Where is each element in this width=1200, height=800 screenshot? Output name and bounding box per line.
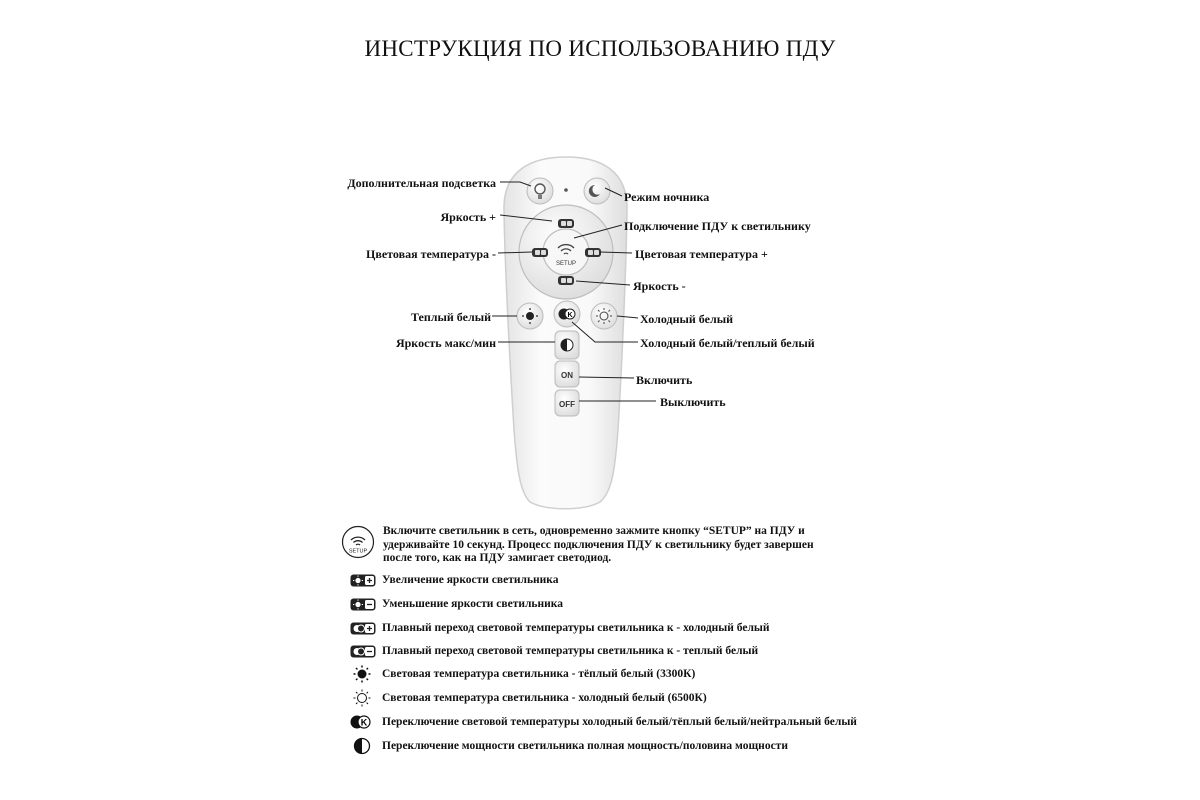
sun-minus-icon [350, 598, 376, 611]
brightness-plus-button[interactable] [558, 219, 574, 228]
callout-night-mode: Режим ночника [624, 190, 709, 204]
legend-text: Световая температура светильника - тёплы… [382, 668, 695, 681]
svg-text:K: K [567, 312, 572, 319]
callout-pairing: Подключение ПДУ к светильнику [624, 219, 811, 233]
legend-text: Плавный переход световой температуры све… [382, 622, 770, 635]
legend-text: Переключение световой температуры холодн… [382, 716, 857, 729]
callout-turn-off: Выключить [660, 395, 726, 409]
legend-text: Плавный переход световой температуры све… [382, 645, 758, 658]
legend-text: Переключение мощности светильника полная… [382, 740, 788, 753]
callout-cool-warm-toggle: Холодный белый/теплый белый [640, 336, 815, 350]
cool-white-button[interactable] [591, 303, 617, 329]
warm-white-button[interactable] [517, 303, 543, 329]
callout-color-temp-minus: Цветовая температура - [366, 247, 496, 261]
callout-warm-white: Теплый белый [411, 310, 491, 324]
off-button[interactable]: OFF [555, 390, 579, 416]
callout-brightness-plus: Яркость + [441, 210, 497, 224]
extra-light-button[interactable] [527, 178, 553, 204]
color-temp-minus-button[interactable] [532, 248, 548, 257]
legend-text: Световая температура светильника - холод… [382, 692, 707, 705]
sun-plus-icon [350, 574, 376, 587]
night-mode-button[interactable] [584, 178, 610, 204]
led-indicator [564, 188, 568, 192]
setup-label: SETUP [556, 261, 576, 267]
off-label: OFF [559, 400, 575, 409]
temp-minus-icon [350, 645, 376, 658]
svg-text:SETUP: SETUP [349, 549, 368, 555]
callout-extra-light: Дополнительная подсветка [347, 176, 496, 190]
callout-color-temp-plus: Цветовая температура + [635, 247, 768, 261]
callout-cool-white: Холодный белый [640, 312, 733, 326]
callout-brightness-minus: Яркость - [633, 279, 686, 293]
setup-instructions: Включите светильник в сеть, одновременно… [383, 525, 833, 566]
brightness-minus-button[interactable] [558, 276, 574, 285]
legend-text: Уменьшение яркости светильника [382, 598, 563, 611]
on-label: ON [561, 371, 573, 380]
on-button[interactable]: ON [555, 361, 579, 387]
k-toggle-button[interactable]: K [554, 301, 580, 327]
setup-icon: SETUP [341, 525, 375, 559]
temp-plus-icon [350, 622, 376, 635]
k-toggle-icon: K [350, 714, 372, 730]
callout-brightness-max-min: Яркость макс/мин [396, 336, 496, 350]
legend-text: Увеличение яркости светильника [382, 574, 559, 587]
warm-sun-icon [353, 665, 371, 683]
half-moon-icon [353, 737, 371, 755]
cool-sun-icon [353, 689, 371, 707]
brightness-max-min-button[interactable] [555, 331, 579, 359]
callout-turn-on: Включить [636, 373, 692, 387]
color-temp-plus-button[interactable] [585, 248, 601, 257]
svg-text:K: K [361, 718, 368, 728]
